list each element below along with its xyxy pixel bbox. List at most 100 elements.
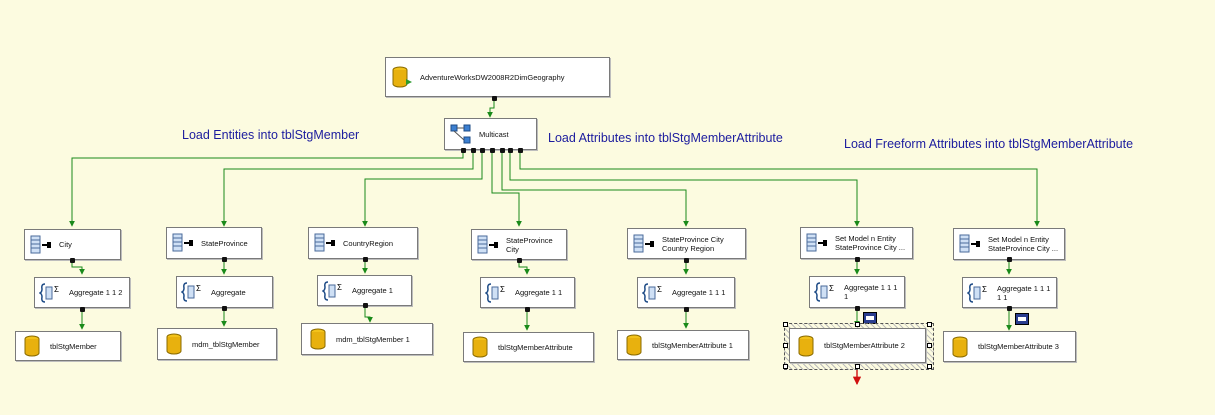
output-port[interactable]: [855, 257, 860, 262]
output-port[interactable]: [1007, 306, 1012, 311]
aggregate-transform[interactable]: Σ Aggregate 1 1 2: [34, 277, 130, 308]
derived-column-transform[interactable]: StateProvince: [166, 227, 262, 259]
aggregate-label: Aggregate 1 1: [515, 288, 563, 297]
derived-column-label: City: [59, 240, 72, 249]
destination-label: tblStgMemberAttribute 2: [824, 341, 905, 350]
output-port[interactable]: [1007, 257, 1012, 262]
svg-text:Σ: Σ: [829, 284, 834, 293]
output-port[interactable]: [222, 306, 227, 311]
derived-column-transform[interactable]: Set Model n Entity StateProvince City ..…: [800, 227, 913, 259]
destination-table[interactable]: mdm_tblStgMember 1: [301, 323, 433, 355]
aggregate-icon: Σ: [641, 281, 666, 305]
aggregate-transform[interactable]: Σ Aggregate 1: [317, 275, 412, 306]
output-port[interactable]: [684, 258, 689, 263]
path-agg-dest-3: [364, 305, 373, 323]
output-port[interactable]: [508, 148, 513, 153]
path-multicast-countryregion: [362, 150, 483, 227]
derived-column-label: StateProvince City Country Region: [662, 234, 724, 253]
data-viewer-icon[interactable]: [1015, 313, 1029, 325]
resize-handle[interactable]: [855, 322, 860, 327]
destination-label: mdm_tblStgMember: [192, 339, 260, 349]
output-port[interactable]: [490, 148, 495, 153]
database-destination-icon: [20, 334, 44, 358]
aggregate-transform[interactable]: Σ Aggregate 1 1 1 1 1: [962, 277, 1057, 308]
path-multicast-stateprovince-city: [491, 150, 522, 227]
resize-handle[interactable]: [927, 343, 932, 348]
aggregate-icon: Σ: [321, 279, 346, 303]
svg-text:Σ: Σ: [500, 285, 505, 294]
derived-column-icon: [476, 233, 500, 257]
aggregate-label: Aggregate 1 1 1 1: [844, 283, 898, 301]
output-port[interactable]: [363, 257, 368, 262]
output-port[interactable]: [480, 148, 485, 153]
output-port[interactable]: [500, 148, 505, 153]
resize-handle[interactable]: [927, 364, 932, 369]
output-port[interactable]: [855, 306, 860, 311]
path-multicast-set-model-1: [509, 150, 860, 227]
aggregate-label: Aggregate 1 1 2: [69, 288, 123, 297]
derived-column-transform[interactable]: Set Model n Entity StateProvince City ..…: [953, 228, 1065, 260]
multicast-transform[interactable]: Multicast: [444, 118, 537, 150]
output-port[interactable]: [518, 148, 523, 153]
svg-text:Σ: Σ: [657, 285, 662, 294]
output-port[interactable]: [70, 258, 75, 263]
database-destination-icon: [794, 334, 818, 358]
output-port[interactable]: [222, 257, 227, 262]
output-port[interactable]: [80, 307, 85, 312]
derived-column-transform[interactable]: CountryRegion: [308, 227, 418, 259]
derived-column-label: CountryRegion: [343, 238, 394, 248]
destination-label: tblStgMemberAttribute: [498, 342, 573, 352]
database-destination-icon: [622, 333, 646, 357]
resize-handle[interactable]: [783, 364, 788, 369]
resize-handle[interactable]: [783, 343, 788, 348]
output-port[interactable]: [471, 148, 476, 153]
derived-column-icon: [171, 231, 195, 255]
aggregate-transform[interactable]: Σ Aggregate: [176, 276, 273, 308]
database-destination-icon: [948, 335, 972, 359]
resize-handle[interactable]: [927, 322, 932, 327]
path-derive-agg-4: [518, 259, 530, 275]
path-multicast-stateprovince: [221, 150, 474, 227]
svg-text:Σ: Σ: [982, 285, 987, 294]
output-port[interactable]: [525, 307, 530, 312]
source-adventureworks[interactable]: AdventureWorksDW2008R2DimGeography: [385, 57, 610, 97]
derived-column-transform[interactable]: City: [24, 229, 121, 260]
aggregate-icon: Σ: [180, 280, 205, 304]
aggregate-label: Aggregate: [211, 287, 246, 297]
destination-table-selected[interactable]: tblStgMemberAttribute 2: [789, 328, 926, 363]
destination-table[interactable]: tblStgMemberAttribute: [463, 332, 594, 362]
aggregate-icon: Σ: [813, 280, 838, 304]
output-port[interactable]: [492, 96, 497, 101]
resize-handle[interactable]: [783, 322, 788, 327]
annotation-load-entities: Load Entities into tblStgMember: [182, 128, 360, 142]
derived-column-transform[interactable]: StateProvince City: [471, 229, 567, 260]
destination-table[interactable]: tblStgMemberAttribute 3: [943, 331, 1076, 362]
derived-column-icon: [632, 232, 656, 256]
aggregate-transform[interactable]: Σ Aggregate 1 1: [480, 277, 575, 308]
derived-column-transform[interactable]: StateProvince City Country Region: [627, 228, 746, 259]
annotation-load-freeform-attributes: Load Freeform Attributes into tblStgMemb…: [844, 137, 1134, 151]
path-multicast-stateprovince-city-country: [501, 150, 689, 227]
destination-table[interactable]: mdm_tblStgMember: [157, 328, 277, 360]
derived-column-icon: [958, 232, 982, 256]
output-port[interactable]: [517, 258, 522, 263]
aggregate-label: Aggregate 1: [352, 286, 393, 295]
resize-handle[interactable]: [855, 364, 860, 369]
destination-label: tblStgMember: [50, 341, 97, 351]
output-port[interactable]: [363, 303, 368, 308]
output-port[interactable]: [684, 307, 689, 312]
destination-table[interactable]: tblStgMember: [15, 331, 121, 361]
output-port[interactable]: [461, 148, 466, 153]
path-derive-agg-1: [71, 259, 85, 275]
aggregate-transform[interactable]: Σ Aggregate 1 1 1: [637, 277, 735, 308]
path-multicast-set-model-2: [519, 150, 1040, 227]
source-label: AdventureWorksDW2008R2DimGeography: [420, 72, 565, 82]
destination-label: tblStgMemberAttribute 3: [978, 342, 1059, 351]
database-destination-icon: [468, 335, 492, 359]
aggregate-transform[interactable]: Σ Aggregate 1 1 1 1: [809, 276, 905, 308]
destination-table[interactable]: tblStgMemberAttribute 1: [617, 330, 749, 360]
multicast-label: Multicast: [479, 129, 509, 139]
derived-column-icon: [29, 233, 53, 257]
